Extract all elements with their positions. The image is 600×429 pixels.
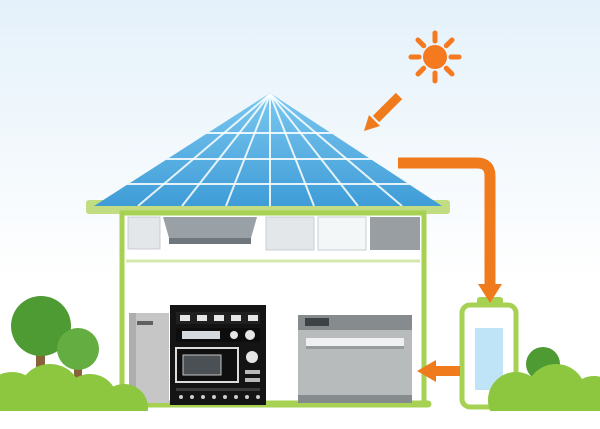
sun-rays — [408, 30, 462, 84]
battery-to-appliances-arrow — [417, 360, 460, 382]
arrow-shaft — [372, 92, 403, 123]
button-row — [180, 315, 258, 321]
buttons — [305, 318, 329, 326]
roof-to-battery-arrow — [398, 157, 502, 303]
cabinet-handle — [137, 321, 153, 325]
dishwasher-icon — [298, 315, 412, 403]
tree-foliage — [57, 328, 99, 370]
sun-icon — [408, 30, 462, 84]
window — [265, 216, 315, 251]
range-hood-base — [169, 238, 251, 244]
display — [182, 331, 220, 339]
upper-floor-windows — [127, 216, 420, 251]
arrow-head — [364, 115, 380, 131]
knob — [246, 351, 258, 363]
door-handle — [306, 338, 404, 346]
arrow-head — [478, 284, 502, 303]
button — [245, 370, 260, 374]
sun-core — [423, 45, 447, 69]
window — [317, 216, 367, 251]
oven-microwave-unit-icon — [170, 305, 266, 405]
knob — [245, 330, 255, 340]
arrow-head — [417, 360, 436, 382]
arrow-shaft — [398, 157, 496, 285]
microwave-window — [182, 354, 222, 376]
kitchen-appliances — [129, 305, 412, 405]
solar-panel-roof — [94, 93, 442, 206]
vent-slit — [176, 388, 260, 391]
dot-row — [179, 395, 260, 399]
window — [370, 217, 420, 250]
sun-to-roof-arrow — [364, 92, 403, 131]
tree-foliage — [11, 296, 71, 356]
knob — [230, 331, 238, 339]
house — [86, 93, 450, 408]
window — [127, 216, 161, 250]
button — [245, 378, 260, 382]
range-hood-icon — [163, 217, 257, 238]
ground-mask — [0, 411, 600, 429]
kick-plate — [298, 395, 412, 403]
